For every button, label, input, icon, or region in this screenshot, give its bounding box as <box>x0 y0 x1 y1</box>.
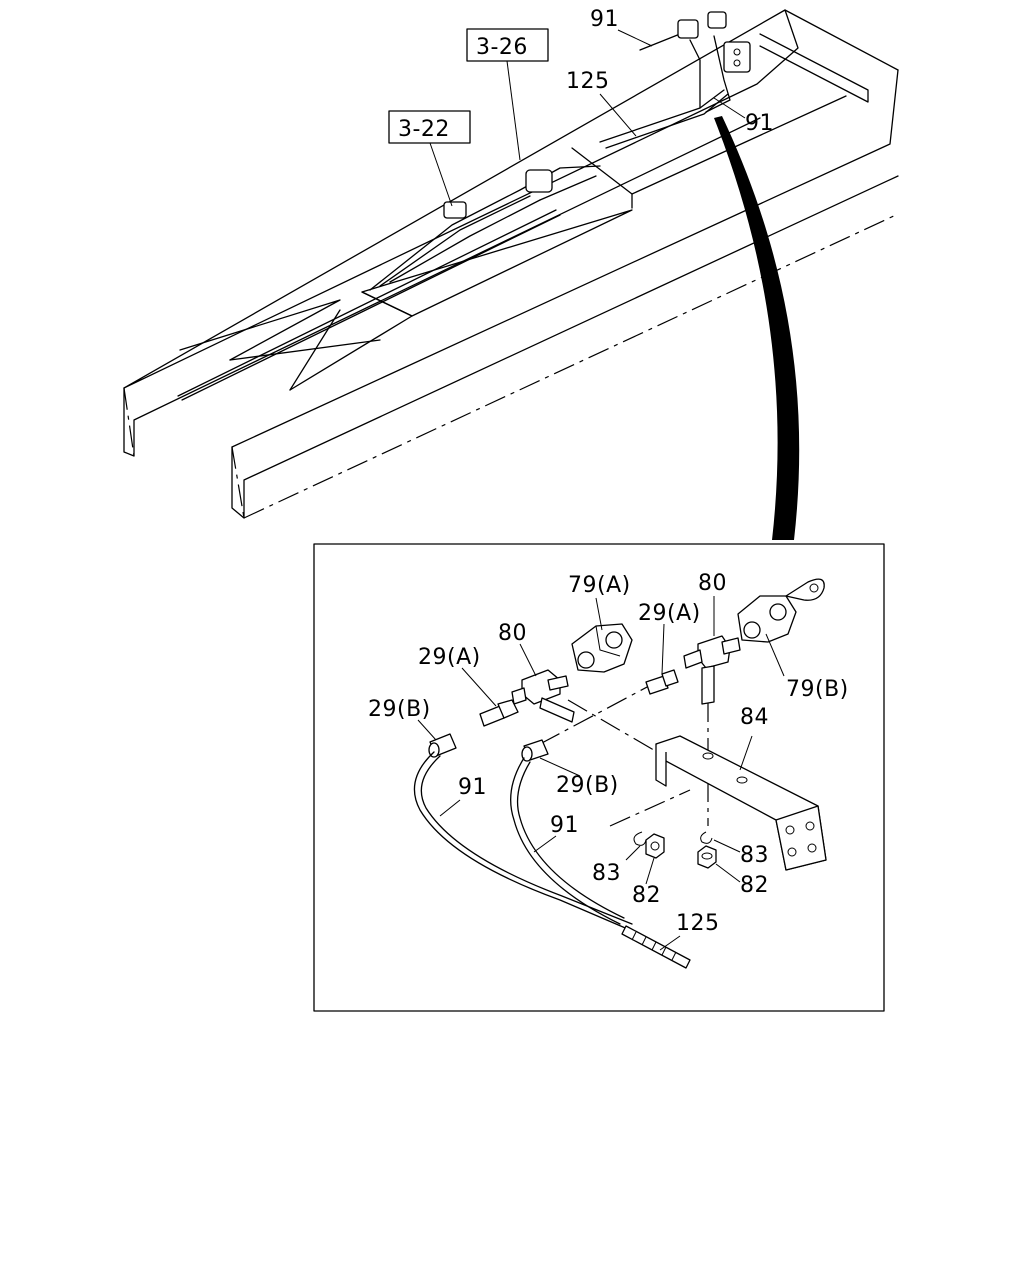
label-hose-91-right: 91 <box>745 111 774 136</box>
ref-box-label: 3-22 <box>398 117 450 142</box>
tee-fitting-right <box>683 635 741 705</box>
label-tee-80-left: 80 <box>498 621 527 646</box>
label-nut-82-right: 82 <box>740 873 769 898</box>
label-tee-80-right: 80 <box>698 571 727 596</box>
ref-box-label: 3-26 <box>476 35 528 60</box>
control-cable <box>621 925 691 969</box>
hex-nut-right <box>697 845 717 869</box>
lock-washer-left <box>633 831 647 846</box>
label-washer-83-left: 83 <box>592 861 621 886</box>
label-coupler-79b: 79(B) <box>786 677 849 702</box>
ref-box-3-26: 3-26 <box>466 28 549 161</box>
glad-hand-coupler-a <box>571 623 633 673</box>
label-connector-29a-right: 29(A) <box>638 601 701 626</box>
air-hoses <box>413 751 633 931</box>
chassis-frame <box>123 9 899 519</box>
label-coupler-79a: 79(A) <box>568 573 631 598</box>
glad-hand-coupler-b <box>737 578 825 643</box>
label-connector-29a-left: 29(A) <box>418 645 481 670</box>
connector-29a-right <box>645 669 679 695</box>
label-hose-91-top: 91 <box>590 7 619 32</box>
label-nut-82-left: 82 <box>632 883 661 908</box>
label-connector-29b-right: 29(B) <box>556 773 619 798</box>
hex-nut-left <box>645 833 665 859</box>
detail-view: 79(A) 79(B) 80 80 29(A) 29(A) 29(B) 29(B… <box>313 543 885 1012</box>
detail-callout-arrow <box>714 116 800 540</box>
label-washer-83-right: 83 <box>740 843 769 868</box>
label-connector-29b-left: 29(B) <box>368 697 431 722</box>
ref-box-3-22: 3-22 <box>388 110 471 207</box>
connector-29a-left <box>479 699 519 727</box>
label-hose-91-right: 91 <box>550 813 579 838</box>
mounting-bracket <box>655 735 827 871</box>
tee-fitting-left <box>511 669 575 723</box>
label-hose-91-left: 91 <box>458 775 487 800</box>
label-cable-125-top: 125 <box>566 69 610 94</box>
connector-29b-right <box>521 739 549 762</box>
lock-washer-right <box>700 831 713 844</box>
label-cable-125: 125 <box>676 911 720 936</box>
label-bracket-84: 84 <box>740 705 769 730</box>
